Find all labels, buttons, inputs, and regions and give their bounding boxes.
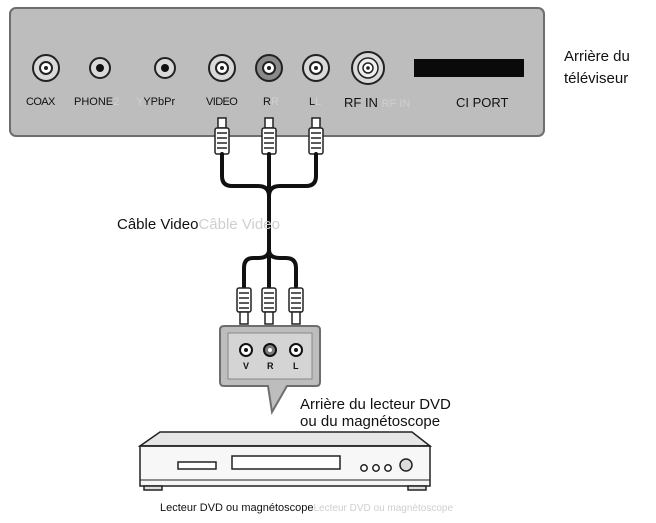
tv-back-caption: Arrière du téléviseur [564,46,630,90]
tv-back-line2: téléviseur [564,70,629,87]
audio-left-port [302,54,330,82]
ll-text: L [309,96,316,108]
dvd-device-caption: Lecteur DVD ou magnétoscopeLecteur DVD o… [160,502,453,514]
dvd-back-line1: Arrière du lecteur DVD [300,396,451,413]
dvd-side-plugs [236,287,304,325]
dvd-player [137,431,433,491]
audio-right-label: RR [263,96,279,108]
phone-port [89,57,111,79]
tv-back-line1: Arrière du [564,48,630,65]
dvd-back-caption: Arrière du lecteur DVD ou du magnétoscop… [300,396,451,430]
dvd-jack-l-label: L [293,361,299,371]
cable-label-ghost: Câble Video [198,216,280,233]
cable-label: Câble VideoCâble Video [117,216,280,233]
ypbpr-label: YYPbPr [136,96,175,108]
phone-ghost-text: 2 [113,96,120,108]
dvd-back-line2: ou du magnétoscope [300,413,441,430]
rfin-ghost-text: RF IN [381,98,411,110]
phone-label: PHONE2 [74,96,119,108]
ypbpr-port [154,57,176,79]
dvd-jacks [239,343,303,357]
ypbpr-ghost-text: Y [136,96,144,108]
tv-side-plugs [214,117,324,155]
audio-right-port [255,54,283,82]
ci-port-label: CI PORT [456,95,509,110]
audio-left-label: LL [309,96,321,108]
rf-in-label: RF IN RF IN [344,95,410,110]
phone-text: PHONE [74,96,114,108]
ypbpr-text: YPbPr [143,96,176,108]
rfin-text: RF IN [344,95,378,110]
coax-port [32,54,60,82]
cable-label-text: Câble Video [117,216,199,233]
dvd-device-label-text: Lecteur DVD ou magnétoscope [160,502,314,514]
rf-in-port [351,51,385,85]
ci-port-slot [414,59,524,77]
dvd-jack-v-label: V [243,361,250,371]
video-port [208,54,236,82]
rr-text: R [263,96,271,108]
dvd-device-label-ghost: Lecteur DVD ou magnétoscope [313,503,454,514]
coax-label: COAX [26,96,55,108]
rr-ghost-text: R [270,96,279,108]
video-label: VIDEO [206,96,238,108]
dvd-jack-r-label: R [267,361,274,371]
ll-ghost-text: L [315,96,322,108]
video-cable [220,152,318,290]
